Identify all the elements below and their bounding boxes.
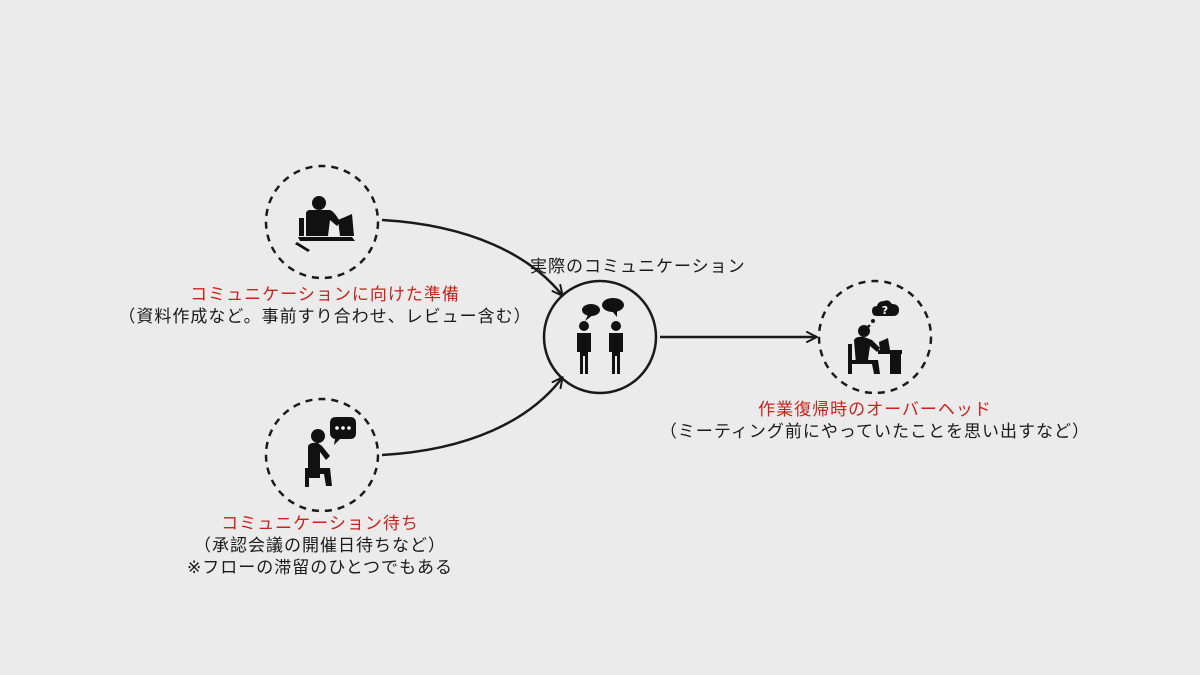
preparation-title: コミュニケーションに向けた準備 xyxy=(190,285,460,305)
arrow-waiting-to-communication xyxy=(381,376,564,457)
arrow-preparation-to-communication xyxy=(381,218,564,297)
communication-title: 実際のコミュニケーション xyxy=(530,257,746,277)
preparation-subtitle: （資料作成など。事前すり合わせ、レビュー含む） xyxy=(118,307,532,327)
overhead-title: 作業復帰時のオーバーヘッド xyxy=(758,400,992,420)
question-mark: ? xyxy=(882,304,888,317)
overhead-label: 作業復帰時のオーバーヘッド （ミーティング前にやっていたことを思い出すなど） xyxy=(630,399,1120,443)
waiting-subtitle: （承認会議の開催日待ちなど） xyxy=(194,536,446,556)
confused-person-at-desk-icon: ? xyxy=(848,300,902,374)
two-people-talking-icon xyxy=(577,298,624,374)
waiting-node xyxy=(264,397,380,513)
overhead-subtitle: （ミーティング前にやっていたことを思い出すなど） xyxy=(659,422,1091,442)
communication-node xyxy=(542,279,658,395)
waiting-title: コミュニケーション待ち xyxy=(221,514,419,534)
waiting-label: コミュニケーション待ち （承認会議の開催日待ちなど） ※フローの滞留のひとつでも… xyxy=(160,513,480,579)
waiting-note: ※フローの滞留のひとつでもある xyxy=(186,558,454,578)
person-thinking-icon xyxy=(305,417,356,487)
overhead-node: ? xyxy=(817,279,933,395)
communication-label: 実際のコミュニケーション xyxy=(530,256,820,278)
person-working-at-laptop-icon xyxy=(295,196,355,252)
preparation-node xyxy=(264,164,380,280)
preparation-label: コミュニケーションに向けた準備 （資料作成など。事前すり合わせ、レビュー含む） xyxy=(80,284,570,328)
